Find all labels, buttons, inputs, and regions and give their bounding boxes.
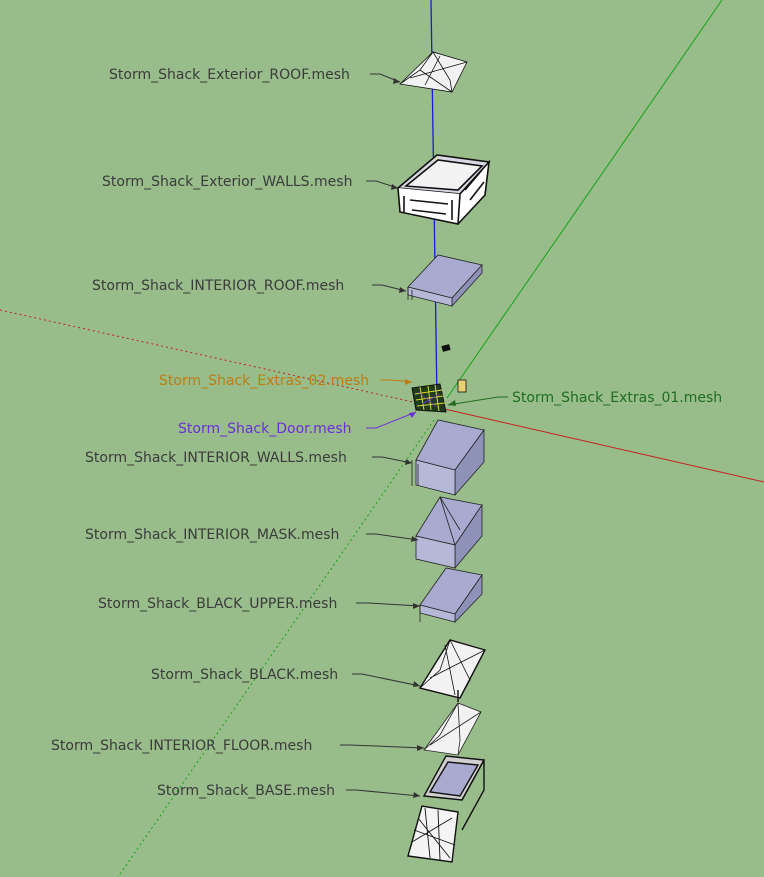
label-interior-mask: Storm_Shack_INTERIOR_MASK.mesh xyxy=(85,527,339,543)
label-interior-floor: Storm_Shack_INTERIOR_FLOOR.mesh xyxy=(51,738,312,754)
interior-floor-mesh[interactable] xyxy=(423,702,482,756)
red-axis xyxy=(439,407,764,483)
small-extra-piece[interactable] xyxy=(441,344,451,352)
label-base: Storm_Shack_BASE.mesh xyxy=(157,783,335,799)
label-interior-walls: Storm_Shack_INTERIOR_WALLS.mesh xyxy=(85,450,347,466)
red-axis-dotted xyxy=(0,309,441,409)
green-axis xyxy=(446,0,723,399)
base-mesh[interactable] xyxy=(407,755,486,863)
exterior-roof-mesh[interactable] xyxy=(399,51,468,93)
door-mesh[interactable] xyxy=(411,383,447,413)
black-mesh[interactable] xyxy=(418,639,487,702)
interior-roof-mesh[interactable] xyxy=(407,254,483,308)
label-exterior-roof: Storm_Shack_Exterior_ROOF.mesh xyxy=(109,67,350,83)
green-axis-dotted xyxy=(117,419,435,877)
label-door: Storm_Shack_Door.mesh xyxy=(178,421,351,437)
label-extras-01: Storm_Shack_Extras_01.mesh xyxy=(512,390,722,406)
leader-arrowheads xyxy=(391,78,456,798)
label-black: Storm_Shack_BLACK.mesh xyxy=(151,667,338,683)
interior-mask-mesh[interactable] xyxy=(415,496,483,570)
black-upper-mesh[interactable] xyxy=(419,567,483,623)
exterior-walls-mesh[interactable] xyxy=(396,154,491,225)
label-extras-02: Storm_Shack_Extras_02.mesh xyxy=(159,373,369,389)
label-black-upper: Storm_Shack_BLACK_UPPER.mesh xyxy=(98,596,337,612)
interior-walls-mesh[interactable] xyxy=(411,419,485,497)
extras-01-mesh[interactable] xyxy=(457,379,467,393)
label-interior-roof: Storm_Shack_INTERIOR_ROOF.mesh xyxy=(92,278,344,294)
leader-lines xyxy=(340,73,508,797)
label-exterior-walls: Storm_Shack_Exterior_WALLS.mesh xyxy=(102,174,352,190)
